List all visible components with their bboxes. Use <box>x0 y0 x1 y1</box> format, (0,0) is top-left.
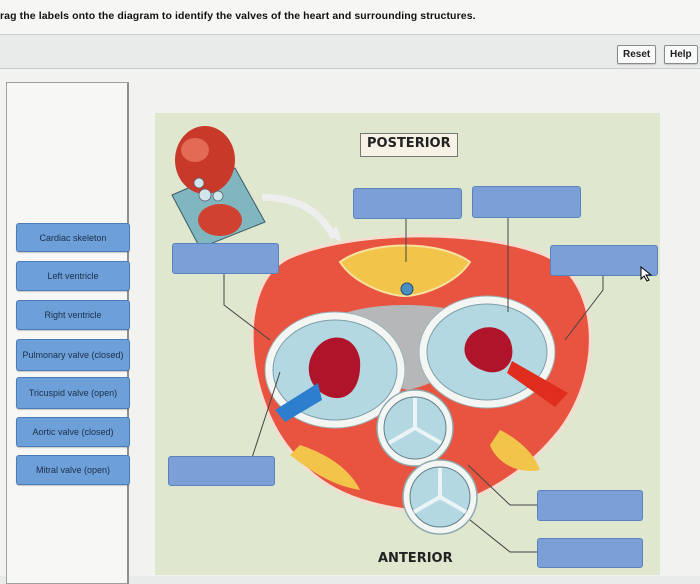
label-left-ventricle[interactable]: Left ventricle <box>16 261 130 291</box>
drop-target-left-lower[interactable] <box>168 456 275 486</box>
label-aortic-valve[interactable]: Aortic valve (closed) <box>16 417 130 447</box>
drop-target-right-lower[interactable] <box>537 490 643 521</box>
drop-target-right-upper[interactable] <box>550 245 658 276</box>
blue-flow-arrow-icon <box>275 383 322 422</box>
pointer-arrow-icon <box>261 193 338 240</box>
drop-target-top-right[interactable] <box>472 186 581 218</box>
instruction-text: rag the labels onto the diagram to ident… <box>0 10 476 22</box>
posterior-box <box>360 133 458 157</box>
red-flow-arrow-icon <box>507 361 568 407</box>
label-mitral-valve[interactable]: Mitral valve (open) <box>16 455 130 485</box>
instruction-bar: rag the labels onto the diagram to ident… <box>0 0 700 35</box>
mouse-cursor-icon <box>640 266 653 282</box>
posterior-label: POSTERIOR <box>367 136 451 151</box>
help-button[interactable]: Help <box>664 45 698 64</box>
anterior-label: ANTERIOR <box>378 551 453 566</box>
drop-target-left-upper[interactable] <box>172 243 279 274</box>
label-cardiac-skeleton[interactable]: Cardiac skeleton <box>16 223 130 252</box>
label-tricuspid-valve[interactable]: Tricuspid valve (open) <box>16 377 130 409</box>
label-pulmonary-valve[interactable]: Pulmonary valve (closed) <box>16 339 130 371</box>
label-right-ventricle[interactable]: Right ventricle <box>16 300 130 330</box>
label-tray: Cardiac skeleton Left ventricle Right ve… <box>6 82 130 584</box>
reset-button[interactable]: Reset <box>617 45 657 64</box>
thumbnail-heart-icon <box>171 126 266 249</box>
drop-target-right-bottom[interactable] <box>537 538 643 568</box>
drop-target-top-center[interactable] <box>353 188 462 219</box>
